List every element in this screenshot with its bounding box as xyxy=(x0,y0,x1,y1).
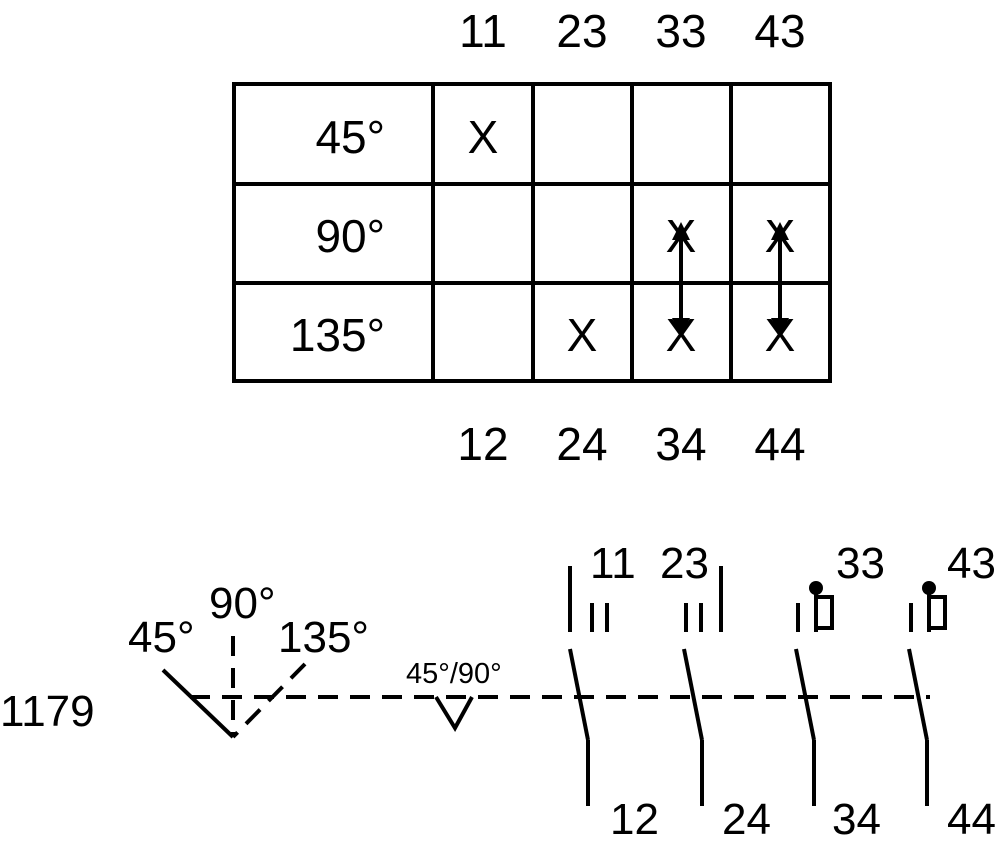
contact-33-34: 33 34 xyxy=(794,539,885,841)
detent-label: 45°/90° xyxy=(406,658,502,690)
table-top-terminal: 11 xyxy=(459,5,507,57)
table-bottom-terminal: 44 xyxy=(754,418,805,470)
table-row-angle: 45° xyxy=(315,111,385,163)
table-top-terminal: 43 xyxy=(754,5,805,57)
table-top-terminal: 33 xyxy=(655,5,706,57)
return-arrow xyxy=(672,222,690,336)
table-bottom-terminal: 24 xyxy=(556,418,607,470)
contact-bottom-label: 34 xyxy=(832,795,881,841)
position-label: 45° xyxy=(128,613,195,662)
contact-bottom-label: 24 xyxy=(722,795,771,841)
contact-top-label: 23 xyxy=(660,539,709,588)
table-bottom-terminal: 12 xyxy=(457,418,508,470)
table-row-angle: 135° xyxy=(290,309,385,361)
table-bottom-terminal: 34 xyxy=(655,418,706,470)
contact-23-24: 23 24 xyxy=(660,539,771,841)
table-row-angle: 90° xyxy=(315,210,385,262)
contact-bottom-label: 12 xyxy=(610,795,659,841)
contact-bottom-label: 44 xyxy=(947,795,996,841)
contact-top-label: 11 xyxy=(590,539,636,588)
position-label: 90° xyxy=(209,579,276,628)
contact-top-label: 33 xyxy=(836,539,885,588)
return-arrow xyxy=(771,222,789,336)
table-top-terminal: 23 xyxy=(556,5,607,57)
table-mark: X xyxy=(567,309,598,361)
contact-43-44: 43 44 xyxy=(907,539,996,841)
operating-head-symbol xyxy=(161,636,307,739)
contact-top-label: 43 xyxy=(947,539,996,588)
detent-symbol xyxy=(434,695,474,732)
table-mark: X xyxy=(468,111,499,163)
device-number: 1179 xyxy=(0,687,95,736)
contact-11-12: 11 12 xyxy=(568,539,659,841)
switch-schematic: 1179 45° 90° 135° 45°/90° 11 12 xyxy=(0,539,996,841)
position-label: 135° xyxy=(278,613,369,662)
switching-table: 11 23 33 43 12 24 34 44 45° 90° 135° X X… xyxy=(232,5,832,470)
